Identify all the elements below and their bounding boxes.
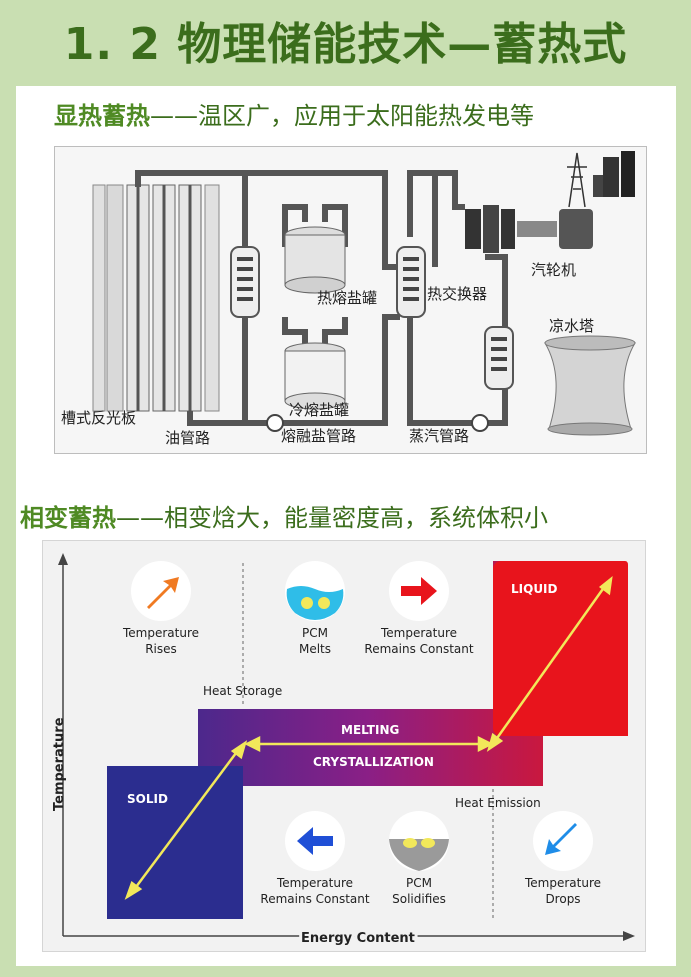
temp-constant-card: Temperature Remains Constant bbox=[364, 561, 474, 656]
pcm-particle-icon bbox=[403, 838, 417, 848]
solar-thermal-svg: 槽式反光板 油管路 热熔盐罐 冷熔盐罐 熔融盐管路 热交换器 蒸汽管路 汽轮机 … bbox=[61, 151, 636, 447]
cooling-tower-label: 凉水塔 bbox=[549, 317, 594, 335]
pcm-particle-icon bbox=[421, 838, 435, 848]
latent-heading: 相变蓄热——相变焓大，能量密度高，系统体积小 bbox=[20, 498, 548, 533]
x-axis-label: Energy Content bbox=[301, 931, 415, 946]
exchanger-label: 热交换器 bbox=[427, 285, 487, 303]
arrow-down-left-icon bbox=[545, 823, 577, 855]
pump-icon bbox=[266, 414, 284, 432]
temperature-drops-card: Temperature Drops bbox=[524, 811, 601, 906]
top-icon-line1: Temperature bbox=[380, 626, 457, 640]
bottom-icon-line2: Remains Constant bbox=[260, 892, 369, 906]
latent-desc: ——相变焓大，能量密度高，系统体积小 bbox=[116, 504, 548, 532]
oil-pipe-label: 油管路 bbox=[165, 429, 210, 447]
steam-pipe-label: 蒸汽管路 bbox=[409, 427, 469, 445]
cold-tank-icon bbox=[284, 342, 346, 410]
heat-exchanger-icon bbox=[230, 246, 260, 318]
pipe-network bbox=[135, 170, 508, 426]
city-icon bbox=[593, 151, 635, 197]
cold-tank-label: 冷熔盐罐 bbox=[289, 401, 349, 419]
page-title: 1. 2 物理储能技术—蓄热式 bbox=[63, 19, 628, 70]
salt-pipe-label: 熔融盐管路 bbox=[281, 427, 356, 445]
sensible-heading: 显热蓄热——温区广，应用于太阳能热发电等 bbox=[54, 96, 534, 131]
power-tower-icon bbox=[567, 152, 587, 208]
bottom-icon-line1: Temperature bbox=[524, 876, 601, 890]
solar-thermal-diagram: 槽式反光板 油管路 热熔盐罐 冷熔盐罐 熔融盐管路 热交换器 蒸汽管路 汽轮机 … bbox=[54, 146, 647, 454]
melting-label: MELTING bbox=[341, 723, 399, 737]
phase-change-diagram: Temperature Energy Content SOLID LIQUID … bbox=[42, 540, 646, 952]
latent-keyword: 相变蓄热 bbox=[20, 504, 116, 532]
cooling-tower-icon bbox=[544, 335, 636, 436]
hot-tank-icon bbox=[284, 226, 346, 294]
pcm-melts-icon bbox=[286, 586, 344, 620]
liquid-label: LIQUID bbox=[511, 582, 558, 596]
phase-change-svg: Temperature Energy Content SOLID LIQUID … bbox=[52, 553, 635, 949]
top-icon-line2: Remains Constant bbox=[364, 642, 473, 656]
pcm-melts-card: PCM Melts bbox=[285, 561, 345, 656]
turbine-icon bbox=[465, 205, 593, 253]
temperature-rises-card: Temperature Rises bbox=[122, 561, 199, 656]
arrow-right-icon bbox=[401, 577, 437, 605]
arrow-head-icon bbox=[477, 735, 494, 753]
arrow-head-icon bbox=[124, 880, 143, 900]
x-axis-arrow-icon bbox=[623, 931, 635, 941]
arrow-head-icon bbox=[244, 735, 261, 753]
pcm-particle-icon bbox=[318, 597, 330, 609]
arrow-head-icon bbox=[230, 740, 248, 760]
top-icon-line2: Melts bbox=[299, 642, 331, 656]
top-icon-line1: PCM bbox=[302, 626, 328, 640]
top-icon-line2: Rises bbox=[145, 642, 177, 656]
hot-tank-label: 热熔盐罐 bbox=[317, 289, 377, 307]
crystallization-label: CRYSTALLIZATION bbox=[313, 755, 434, 769]
trough-label: 槽式反光板 bbox=[61, 409, 136, 427]
transition-arrows bbox=[124, 576, 613, 900]
bottom-icon-line2: Drops bbox=[545, 892, 580, 906]
arrow-up-right-icon bbox=[147, 577, 179, 609]
arrow-head-icon bbox=[486, 732, 504, 752]
top-icon-line1: Temperature bbox=[122, 626, 199, 640]
heat-exchanger-icon bbox=[484, 326, 514, 390]
solid-label: SOLID bbox=[127, 792, 168, 806]
heat-exchanger-icon bbox=[396, 246, 426, 318]
bottom-icon-line2: Solidifies bbox=[392, 892, 446, 906]
y-axis-arrow-icon bbox=[58, 553, 68, 565]
heat-storage-label: Heat Storage bbox=[203, 684, 282, 698]
sensible-keyword: 显热蓄热 bbox=[54, 102, 150, 130]
bottom-icon-line1: Temperature bbox=[276, 876, 353, 890]
turbine-label: 汽轮机 bbox=[531, 261, 576, 279]
trough-reflector-icon bbox=[92, 184, 220, 412]
arrow-head-icon bbox=[598, 576, 613, 596]
bottom-icon-line1: PCM bbox=[406, 876, 432, 890]
temp-constant-bottom-card: Temperature Remains Constant bbox=[260, 811, 370, 906]
pcm-particle-icon bbox=[301, 597, 313, 609]
pcm-solidifies-icon bbox=[389, 839, 449, 871]
heat-emission-label: Heat Emission bbox=[455, 796, 541, 810]
sensible-desc: ——温区广，应用于太阳能热发电等 bbox=[150, 102, 534, 130]
pump-icon bbox=[471, 414, 489, 432]
y-axis-label: Temperature bbox=[52, 717, 67, 811]
pcm-solidifies-card: PCM Solidifies bbox=[389, 811, 449, 906]
arrow-left-icon bbox=[297, 827, 333, 855]
